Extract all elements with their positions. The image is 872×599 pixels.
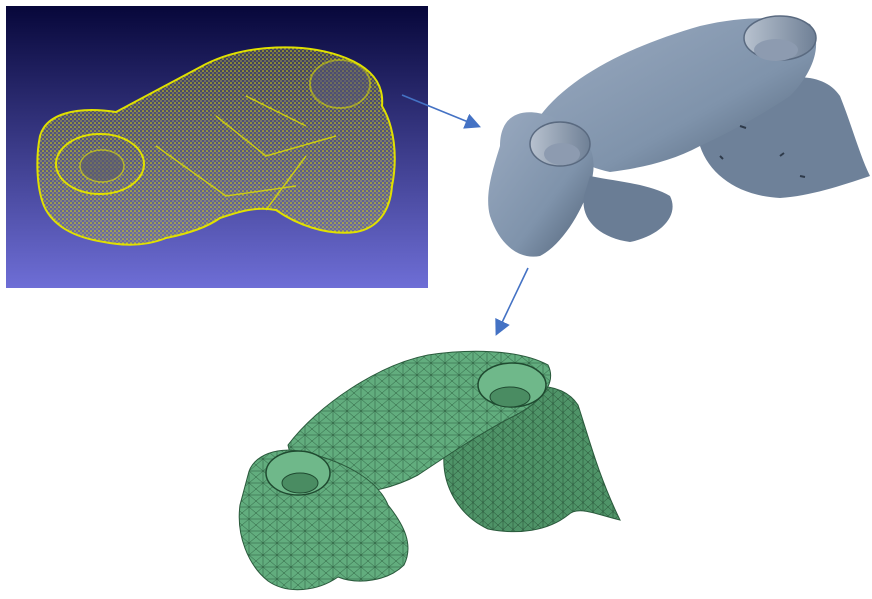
solid-model-shape bbox=[488, 16, 870, 257]
mesh-left-hole-inner bbox=[282, 473, 318, 493]
point-cloud-viewer bbox=[6, 6, 428, 288]
point-cloud-render bbox=[6, 6, 428, 288]
left-hole bbox=[80, 150, 124, 182]
mesh-right-hole-inner bbox=[490, 387, 530, 407]
solid-model-view bbox=[480, 6, 872, 268]
arrow-down-left-icon bbox=[497, 268, 528, 333]
fe-mesh-render bbox=[228, 345, 628, 599]
right-hole bbox=[310, 60, 370, 108]
solid-lower-body bbox=[583, 176, 672, 242]
fe-mesh-shape bbox=[239, 351, 620, 589]
solid-model-render bbox=[480, 6, 872, 268]
solid-left-hole-inner bbox=[544, 143, 580, 165]
fe-mesh-view bbox=[228, 345, 628, 599]
solid-right-hole-inner bbox=[754, 39, 798, 61]
